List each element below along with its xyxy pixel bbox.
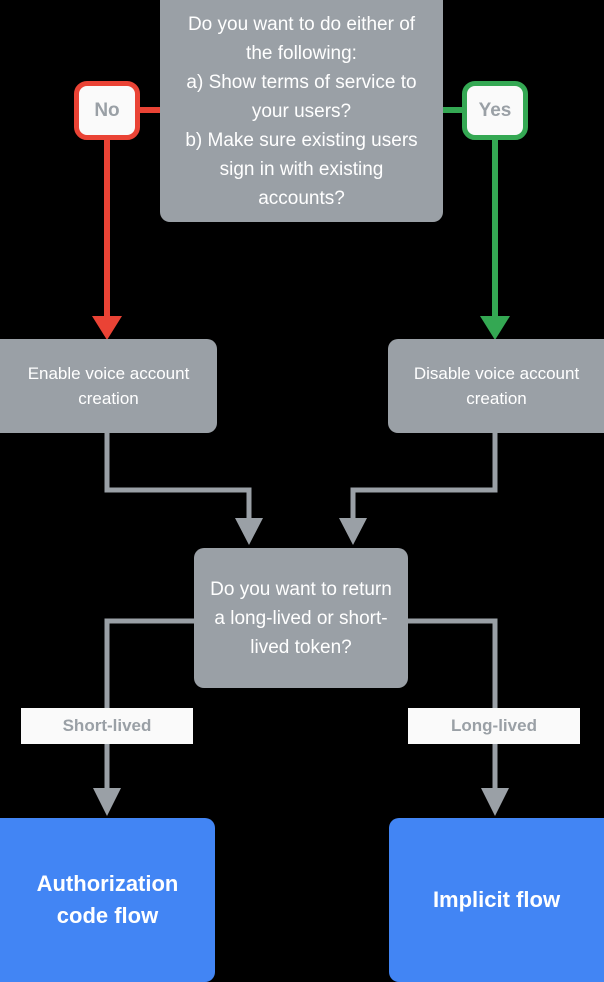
badge-yes-label: Yes <box>478 99 512 121</box>
decision-node-terms-or-existing-accounts[interactable]: Do you want to do either of the followin… <box>160 0 443 222</box>
edge-yes-to-disable <box>443 107 510 340</box>
disable-box-text: Disable voice account creation <box>413 364 580 408</box>
decision-token-text: Do you want to return a long-lived or sh… <box>210 578 392 658</box>
auth-flow-text: Authorization code flow <box>36 871 179 928</box>
edge-disable-to-token <box>339 433 498 545</box>
implicit-flow-text: Implicit flow <box>432 887 561 912</box>
terminal-node-authorization-code-flow[interactable]: Authorization code flow <box>0 818 215 982</box>
badge-no-label: No <box>94 99 120 121</box>
badge-no[interactable]: No <box>74 81 140 140</box>
enable-box-text: Enable voice account creation <box>27 364 190 408</box>
decision-node-token-lifetime[interactable]: Do you want to return a long-lived or sh… <box>194 548 408 688</box>
process-node-disable-voice-account-creation[interactable]: Disable voice account creation <box>388 339 604 433</box>
edge-no-to-enable <box>92 107 160 340</box>
badge-yes[interactable]: Yes <box>462 81 528 140</box>
terminal-node-implicit-flow[interactable]: Implicit flow <box>389 818 604 982</box>
process-node-enable-voice-account-creation[interactable]: Enable voice account creation <box>0 339 217 433</box>
edge-label-long-lived: Long-lived <box>408 708 580 744</box>
decision-top-text: Do you want to do either of the followin… <box>185 13 418 209</box>
edge-label-short-lived-text: Short-lived <box>62 716 152 735</box>
edge-label-long-lived-text: Long-lived <box>451 716 537 735</box>
edge-enable-to-token <box>104 433 263 545</box>
edge-label-short-lived: Short-lived <box>21 708 193 744</box>
